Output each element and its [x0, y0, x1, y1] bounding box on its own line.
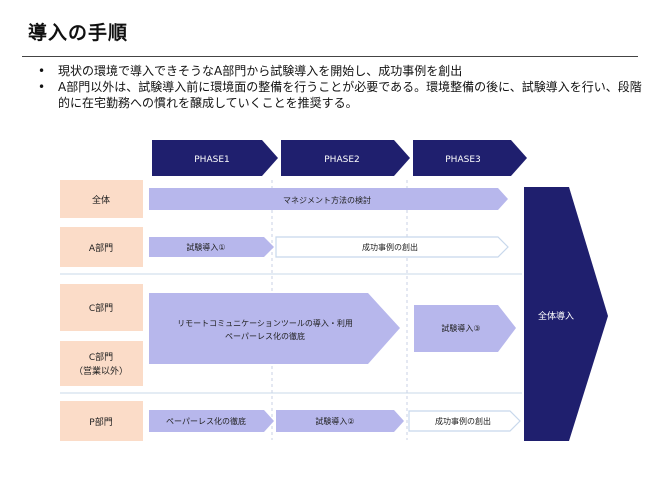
bullet-item: A部門以外は、試験導入前に環境面の整備を行うことが必要である。環境整備の後に、試… — [30, 79, 650, 111]
title-divider — [22, 56, 638, 57]
row-label-c — [60, 284, 143, 331]
task-success-a-label: 成功事例の創出 — [362, 242, 418, 252]
task-trial1-label: 試験導入① — [186, 242, 225, 252]
task-trial3-label: 試験導入③ — [441, 323, 480, 333]
task-success-p — [408, 410, 521, 432]
phase1-header — [152, 140, 278, 176]
phase3-header — [413, 140, 527, 176]
row-label-all-text: 全体 — [92, 194, 110, 206]
row-label-c2-line2: （営業以外） — [74, 365, 128, 377]
page-title: 導入の手順 — [28, 22, 129, 44]
task-remote-tools-line1: リモートコミュニケーションツールの導入・利用 — [177, 318, 353, 328]
task-remote-tools-line2: ペーパーレス化の徹底 — [225, 331, 305, 341]
task-remote-tools — [149, 293, 400, 364]
task-paperless-p-label: ペーパーレス化の徹底 — [166, 416, 246, 426]
bullet-item: 現状の環境で導入できそうなA部門から試験導入を開始し、成功事例を創出 — [30, 63, 650, 79]
row-label-c2-line1: C部門 — [89, 351, 113, 363]
task-success-p-label: 成功事例の創出 — [435, 416, 491, 426]
phase2-label: PHASE2 — [324, 155, 359, 165]
task-management-label: マネジメント方法の検討 — [283, 195, 371, 205]
task-paperless-p — [149, 410, 274, 432]
row-label-a-text: A部門 — [89, 242, 113, 254]
phase1-label: PHASE1 — [194, 155, 229, 165]
full-rollout-arrow — [524, 187, 608, 441]
row-label-a — [60, 227, 143, 267]
phase3-label: PHASE3 — [445, 155, 480, 165]
full-rollout-label: 全体導入 — [538, 310, 574, 322]
row-label-c-text: C部門 — [89, 302, 113, 314]
task-management — [149, 188, 508, 210]
task-success-a — [275, 236, 509, 258]
row-label-all — [60, 180, 143, 218]
task-trial2-label: 試験導入② — [315, 416, 354, 426]
task-trial2 — [276, 410, 404, 432]
task-trial3 — [414, 305, 516, 352]
task-trial1 — [149, 237, 274, 257]
row-label-c2 — [60, 341, 143, 386]
phase2-header — [281, 140, 410, 176]
row-label-p-text: P部門 — [89, 416, 112, 428]
summary-bullets: 現状の環境で導入できそうなA部門から試験導入を開始し、成功事例を創出 A部門以外… — [30, 63, 650, 111]
row-label-p — [60, 401, 143, 441]
